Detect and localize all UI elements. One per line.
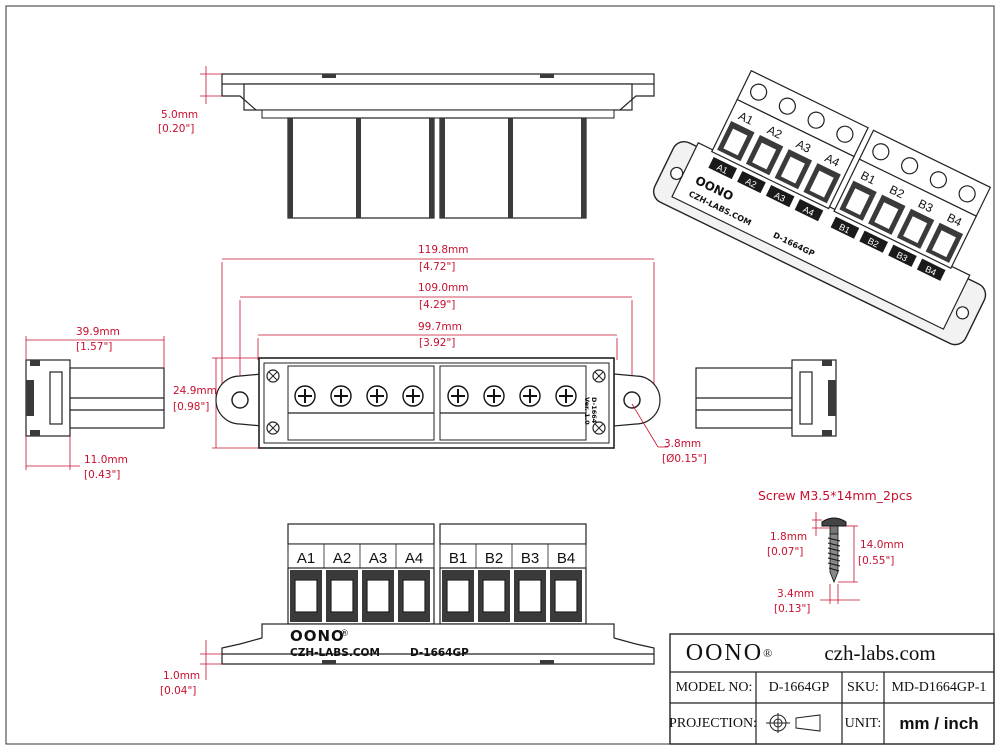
projection-label: PROJECTION: bbox=[669, 715, 757, 731]
title-block-registered-mark: ® bbox=[763, 645, 775, 660]
iso-terminal-label: A2 bbox=[765, 123, 785, 142]
unit-label: UNIT: bbox=[844, 715, 882, 731]
bottom-registered-mark: ® bbox=[340, 629, 349, 639]
terminal-label: B4 bbox=[557, 550, 575, 567]
dim-body-len-in: [3.92"] bbox=[419, 337, 455, 349]
iso-pcb-label: B2 bbox=[866, 236, 880, 250]
projection-symbol-icon bbox=[766, 713, 821, 733]
sku-label: SKU: bbox=[847, 679, 879, 695]
iso-pcb-label: A2 bbox=[744, 176, 758, 190]
terminal-label: B1 bbox=[449, 550, 467, 567]
terminal-label: A4 bbox=[405, 550, 423, 567]
bottom-website: CZH-LABS.COM bbox=[290, 647, 380, 659]
dim-side-mm: 11.0mm bbox=[84, 454, 128, 466]
bottom-part-number: D-1664GP bbox=[410, 647, 469, 659]
bottom-view: A1 A2 A3 A4 B1 B2 B3 B4 OONO ® CZH-LABS.… bbox=[221, 523, 655, 665]
screw-title: Screw M3.5*14mm_2pcs bbox=[758, 488, 912, 503]
dim-base-mm: 1.0mm bbox=[163, 670, 200, 682]
iso-terminal-label: B2 bbox=[887, 182, 907, 201]
dim-top-height-mm: 5.0mm bbox=[161, 109, 198, 121]
iso-terminal-label: B4 bbox=[945, 210, 965, 229]
model-value: D-1664GP bbox=[768, 679, 830, 695]
screw-dia-mm: 3.4mm bbox=[777, 588, 814, 600]
iso-pcb-label: B4 bbox=[924, 264, 938, 278]
iso-terminal-label: B1 bbox=[858, 168, 878, 187]
iso-terminal-label: A1 bbox=[736, 109, 756, 128]
terminal-label: B3 bbox=[521, 550, 539, 567]
iso-terminal-label: A4 bbox=[823, 151, 843, 170]
left-side-view bbox=[25, 359, 165, 437]
terminal-label: A1 bbox=[297, 550, 315, 567]
screw-len-mm: 14.0mm bbox=[860, 539, 904, 551]
sku-value: MD-D1664GP-1 bbox=[891, 679, 987, 695]
isometric-view: A1 A2 A3 A4 B1 B2 B3 B4 A1 A2 A3 A4 B1 B… bbox=[652, 69, 992, 346]
iso-terminal-label: A3 bbox=[794, 137, 814, 156]
screw-len-in: [0.55"] bbox=[858, 555, 894, 567]
iso-pcb-label: B1 bbox=[837, 222, 851, 236]
dim-overall-len-mm: 119.8mm bbox=[418, 244, 469, 256]
dim-side-in: [0.43"] bbox=[84, 469, 120, 481]
dim-hole-in: [Ø0.15"] bbox=[662, 453, 707, 465]
dim-hole-spacing-in: [4.29"] bbox=[419, 299, 455, 311]
dim-depth-in: [1.57"] bbox=[76, 341, 112, 353]
terminal-label: A3 bbox=[369, 550, 387, 567]
terminal-label: B2 bbox=[485, 550, 503, 567]
dim-base-in: [0.04"] bbox=[160, 685, 196, 697]
screw-head-mm: 1.8mm bbox=[770, 531, 807, 543]
terminal-label: A2 bbox=[333, 550, 351, 567]
version-label-2: Ver. 1.0 bbox=[583, 397, 591, 425]
version-label-1: D-1664 bbox=[590, 397, 598, 424]
iso-terminal-label: B3 bbox=[916, 196, 936, 215]
front-view: D-1664 Ver. 1.0 bbox=[215, 357, 661, 449]
iso-pcb-label: A1 bbox=[715, 162, 729, 176]
drawing-border bbox=[5, 5, 995, 745]
top-view bbox=[221, 73, 655, 219]
dim-hole-spacing-mm: 109.0mm bbox=[418, 282, 469, 294]
screw-head-in: [0.07"] bbox=[767, 546, 803, 558]
screw-dia-in: [0.13"] bbox=[774, 603, 810, 615]
dim-body-len-mm: 99.7mm bbox=[418, 321, 462, 333]
iso-pcb-label: B3 bbox=[895, 250, 909, 264]
dim-top-height-in: [0.20"] bbox=[158, 123, 194, 135]
title-block-logo: OONO® bbox=[670, 634, 790, 672]
unit-value: mm / inch bbox=[899, 713, 979, 733]
title-block-logo-text: OONO bbox=[685, 639, 764, 666]
screw-drawing bbox=[821, 517, 847, 584]
iso-pcb-label: A4 bbox=[801, 204, 815, 218]
title-block-website: czh-labs.com bbox=[824, 640, 936, 665]
iso-pcb-label: A3 bbox=[773, 190, 787, 204]
dim-hole-mm: 3.8mm bbox=[664, 438, 701, 450]
dim-width-in: [0.98"] bbox=[173, 401, 209, 413]
bottom-brand-logo: OONO bbox=[290, 627, 345, 645]
dim-overall-len-in: [4.72"] bbox=[419, 261, 455, 273]
title-block-frame bbox=[669, 633, 995, 745]
right-side-view bbox=[695, 359, 837, 437]
dim-depth-mm: 39.9mm bbox=[76, 326, 120, 338]
model-label: MODEL NO: bbox=[675, 679, 753, 695]
dim-width-mm: 24.9mm bbox=[173, 385, 217, 397]
